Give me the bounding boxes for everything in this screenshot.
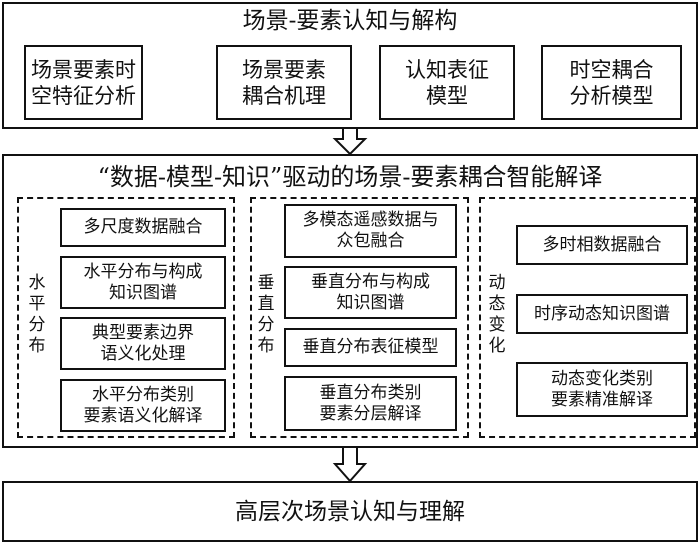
item-vertical-layered-interpretation: 垂直分布类别要素分层解译: [284, 376, 457, 431]
bottom-stage-title: 高层次场景认知与理解: [235, 498, 465, 525]
box-text-line: 模型: [426, 83, 468, 108]
box-text-line: 水平分布与构成: [83, 261, 203, 282]
panel-label-horizontal: 水平分布: [28, 273, 46, 356]
top-box-spatiotemporal-coupling-model: 时空耦合分析模型: [541, 45, 682, 120]
box-text-line: 知识图谱: [109, 282, 177, 303]
middle-stage-title: “数据-模型-知识”驱动的场景-要素耦合智能解译: [97, 163, 603, 191]
panel-horizontal-distribution: 水平分布 多尺度数据融合 水平分布与构成知识图谱 典型要素边界语义化处理 水平分…: [17, 197, 235, 438]
top-box-spatiotemporal-features: 场景要素时空特征分析: [24, 45, 143, 120]
item-horizontal-semantic-interpretation: 水平分布类别要素语义化解译: [60, 379, 226, 432]
box-text-line: 要素精准解译: [551, 389, 653, 410]
box-text-line: 典型要素边界: [92, 322, 194, 343]
item-temporal-knowledge-graph: 时序动态知识图谱: [516, 294, 688, 334]
box-text-line: 要素分层解译: [319, 403, 422, 424]
top-box-coupling-mechanism: 场景要素耦合机理: [216, 45, 352, 120]
box-text-line: 语义化处理: [100, 343, 186, 364]
panel-dynamic-change: 动态变化 多时相数据融合 时序动态知识图谱 动态变化类别要素精准解译: [479, 197, 696, 438]
item-vertical-representation-model: 垂直分布表征模型: [284, 328, 457, 367]
box-text-line: 多时相数据融合: [542, 234, 662, 255]
panel-label-vertical: 垂直分布: [257, 273, 275, 356]
box-text-line: 动态变化类别: [551, 368, 653, 389]
box-text-line: 知识图谱: [336, 292, 405, 313]
item-boundary-semantic-processing: 典型要素边界语义化处理: [60, 317, 226, 370]
top-box-cognitive-representation: 认知表征模型: [379, 45, 515, 120]
box-text-line: 场景要素: [242, 57, 326, 82]
bottom-stage-frame: 高层次场景认知与理解: [2, 481, 698, 542]
middle-stage-frame: “数据-模型-知识”驱动的场景-要素耦合智能解译 水平分布 多尺度数据融合 水平…: [2, 154, 698, 448]
item-multiscale-fusion: 多尺度数据融合: [60, 208, 226, 247]
box-text-line: 多尺度数据融合: [83, 217, 203, 237]
box-text-line: 垂直分布表征模型: [302, 337, 439, 357]
down-hollow-arrow-icon: [332, 447, 368, 483]
item-multitemporal-fusion: 多时相数据融合: [516, 225, 688, 265]
box-text-line: 要素语义化解译: [83, 405, 203, 426]
item-dynamic-precise-interpretation: 动态变化类别要素精准解译: [516, 362, 688, 417]
item-multimodal-crowdsource-fusion: 多模态遥感数据与众包融合: [284, 204, 457, 258]
box-text-line: 垂直分布与构成: [311, 271, 430, 292]
box-text-line: 分析模型: [569, 83, 654, 108]
panel-vertical-distribution: 垂直分布 多模态遥感数据与众包融合 垂直分布与构成知识图谱 垂直分布表征模型 垂…: [250, 197, 469, 438]
box-text-line: 时序动态知识图谱: [534, 303, 670, 324]
box-text-line: 场景要素时: [31, 57, 136, 82]
down-hollow-arrow-icon: [332, 128, 368, 156]
box-text-line: 水平分布类别: [92, 384, 194, 405]
box-text-line: 耦合机理: [242, 83, 326, 108]
item-vertical-knowledge-graph: 垂直分布与构成知识图谱: [284, 266, 457, 319]
box-text-line: 时空耦合: [569, 57, 654, 82]
top-stage-frame: 场景-要素认知与解构 场景要素时空特征分析 场景要素耦合机理 认知表征模型 时空…: [2, 2, 698, 129]
box-text-line: 众包融合: [336, 231, 405, 251]
box-text-line: 认知表征: [405, 57, 489, 82]
top-stage-title: 场景-要素认知与解构: [242, 8, 458, 34]
item-horizontal-knowledge-graph: 水平分布与构成知识图谱: [60, 256, 226, 309]
box-text-line: 垂直分布类别: [319, 382, 422, 403]
panel-label-dynamic: 动态变化: [488, 273, 506, 356]
box-text-line: 多模态遥感数据与: [302, 210, 439, 230]
box-text-line: 空特征分析: [31, 83, 136, 108]
